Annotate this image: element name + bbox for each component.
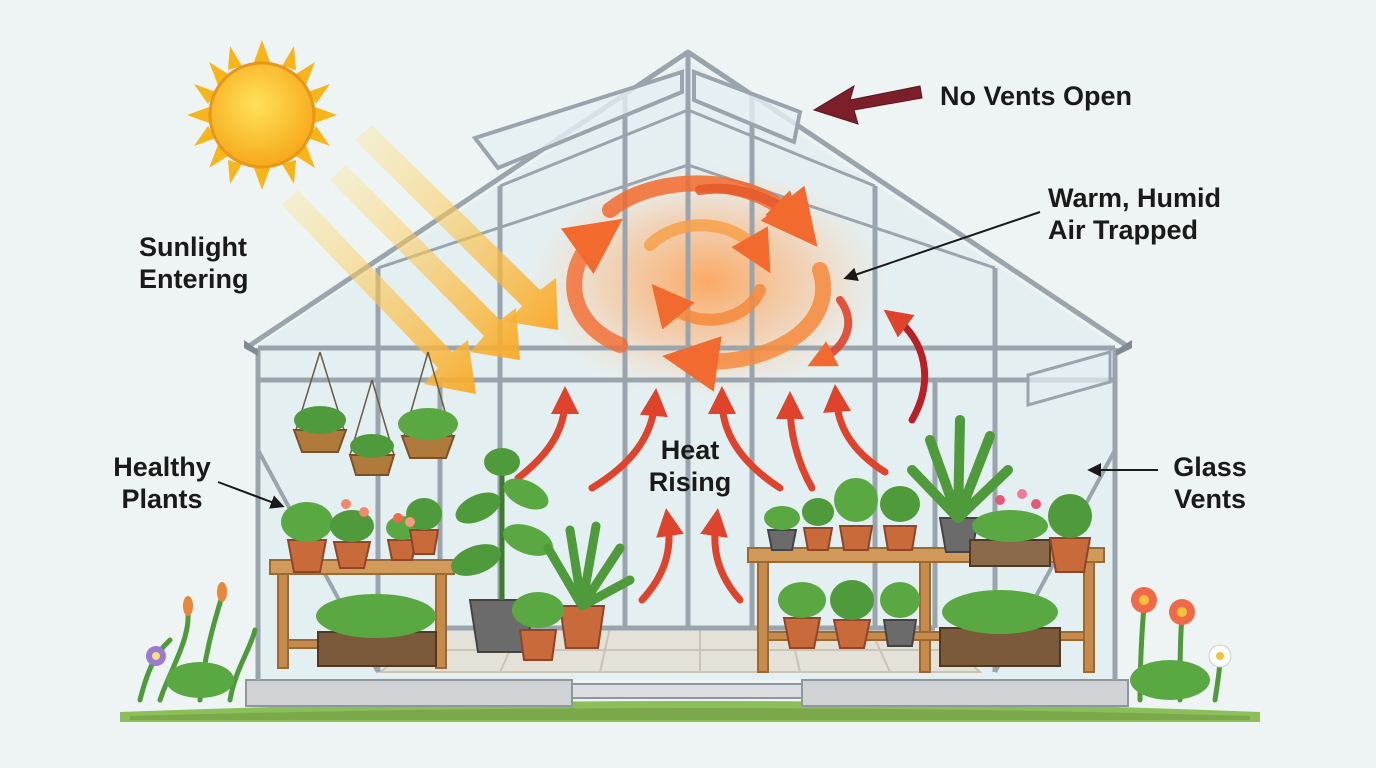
label-healthy-plants: Healthy Plants bbox=[113, 452, 211, 514]
plant-icon bbox=[281, 498, 442, 573]
glass-vent-panel bbox=[1026, 350, 1112, 407]
plant-icon bbox=[764, 415, 1092, 573]
left-eave bbox=[244, 340, 258, 356]
flower-icon bbox=[1130, 587, 1232, 703]
right-eave bbox=[1116, 340, 1132, 356]
plant-icon bbox=[512, 521, 635, 661]
flower-icon bbox=[341, 499, 415, 527]
roof-vent-right bbox=[692, 69, 803, 145]
label-no-vents-open: No Vents Open bbox=[940, 81, 1133, 111]
sunbeams bbox=[282, 125, 558, 394]
label-heat-rising: Heat Rising bbox=[648, 435, 732, 497]
pointer-arrow-icon bbox=[217, 84, 1158, 509]
label-glass-vents: Glass Vents bbox=[1173, 452, 1247, 514]
plant-icon bbox=[778, 580, 920, 649]
heat-arrow-icon bbox=[514, 309, 929, 604]
foundation bbox=[245, 679, 1129, 707]
sun-icon bbox=[187, 40, 337, 190]
roof-vent-left bbox=[471, 69, 684, 171]
flower-icon bbox=[995, 489, 1041, 509]
hot-air-swirl-icon bbox=[560, 175, 853, 392]
label-sunlight-entering: Sunlight Entering bbox=[139, 232, 249, 294]
label-warm-humid-air: Warm, Humid Air Trapped bbox=[1048, 183, 1222, 245]
flower-icon bbox=[137, 582, 258, 703]
plant-icon bbox=[292, 406, 458, 476]
plant-icon bbox=[316, 590, 1061, 667]
